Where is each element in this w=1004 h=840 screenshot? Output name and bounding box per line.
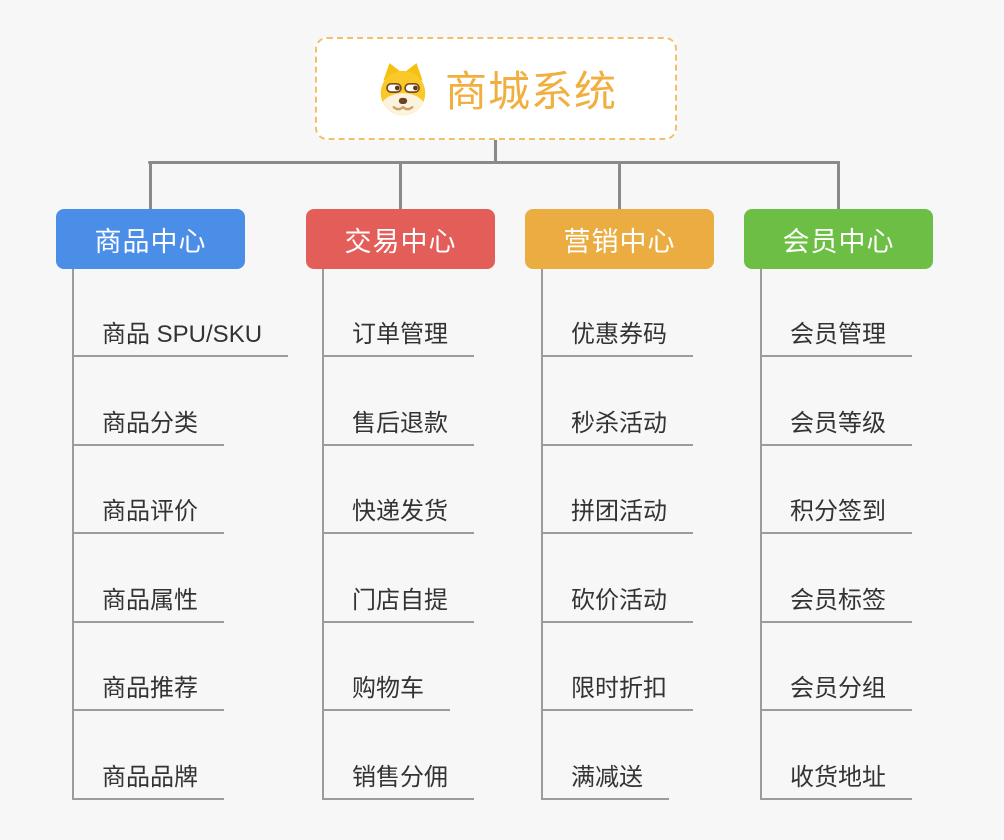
subtopic-node[interactable]: 商品品牌 [72, 763, 224, 800]
subtopic-node[interactable]: 砍价活动 [541, 586, 693, 623]
subtopic-node[interactable]: 商品属性 [72, 586, 224, 623]
branch-spine-product [72, 269, 74, 800]
subtopic-node[interactable]: 商品分类 [72, 409, 224, 446]
branch-node-trade-center[interactable]: 交易中心 [306, 209, 495, 269]
subtopic-node[interactable]: 限时折扣 [541, 674, 693, 711]
subtopic-node[interactable]: 商品推荐 [72, 674, 224, 711]
branch-node-marketing-center[interactable]: 营销中心 [525, 209, 714, 269]
subtopic-node[interactable]: 优惠券码 [541, 320, 693, 357]
connector-horizontal-bar [148, 161, 839, 164]
branch-spine-member [760, 269, 762, 800]
subtopic-node[interactable]: 会员分组 [760, 674, 912, 711]
branch-spine-marketing [541, 269, 543, 800]
subtopic-node[interactable]: 会员管理 [760, 320, 912, 357]
root-title: 商城系统 [444, 68, 617, 115]
doge-face-icon [375, 61, 431, 117]
branch-node-product-center[interactable]: 商品中心 [56, 209, 245, 269]
subtopic-node[interactable]: 商品评价 [72, 497, 224, 534]
subtopic-node[interactable]: 会员等级 [760, 409, 912, 446]
subtopic-node[interactable]: 积分签到 [760, 497, 912, 534]
connector-stem [494, 140, 497, 163]
subtopic-node[interactable]: 会员标签 [760, 586, 912, 623]
subtopic-node[interactable]: 收货地址 [760, 763, 912, 800]
subtopic-node[interactable]: 拼团活动 [541, 497, 693, 534]
connector-drop-marketing [618, 161, 621, 210]
subtopic-node[interactable]: 销售分佣 [322, 763, 474, 800]
subtopic-node[interactable]: 售后退款 [322, 409, 474, 446]
subtopic-node[interactable]: 快递发货 [322, 497, 474, 534]
subtopic-node[interactable]: 满减送 [541, 763, 669, 800]
root-node[interactable]: 商城系统 [315, 37, 677, 140]
connector-drop-member [837, 161, 840, 210]
subtopic-node[interactable]: 门店自提 [322, 586, 474, 623]
connector-drop-product [149, 161, 152, 210]
branch-node-member-center[interactable]: 会员中心 [744, 209, 933, 269]
subtopic-node[interactable]: 购物车 [322, 674, 450, 711]
subtopic-node[interactable]: 秒杀活动 [541, 409, 693, 446]
subtopic-node[interactable]: 商品 SPU/SKU [72, 320, 289, 357]
branch-spine-trade [322, 269, 324, 800]
subtopic-node[interactable]: 订单管理 [322, 320, 474, 357]
connector-drop-trade [399, 161, 402, 210]
